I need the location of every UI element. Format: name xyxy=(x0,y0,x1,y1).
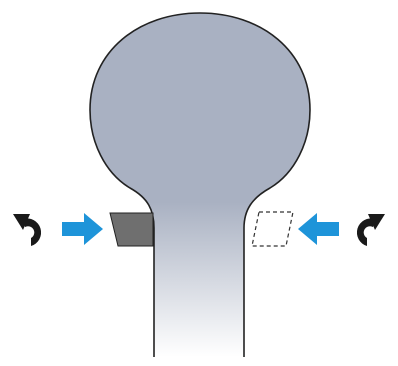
bulb-and-stem-outline xyxy=(89,12,311,357)
left-tab xyxy=(109,212,154,247)
arrow-left-icon xyxy=(298,213,339,245)
rotate-clockwise-icon xyxy=(356,214,385,246)
arrow-right-icon xyxy=(62,213,103,245)
right-tab-dashed xyxy=(251,211,294,247)
rotate-counterclockwise-icon xyxy=(13,214,42,246)
